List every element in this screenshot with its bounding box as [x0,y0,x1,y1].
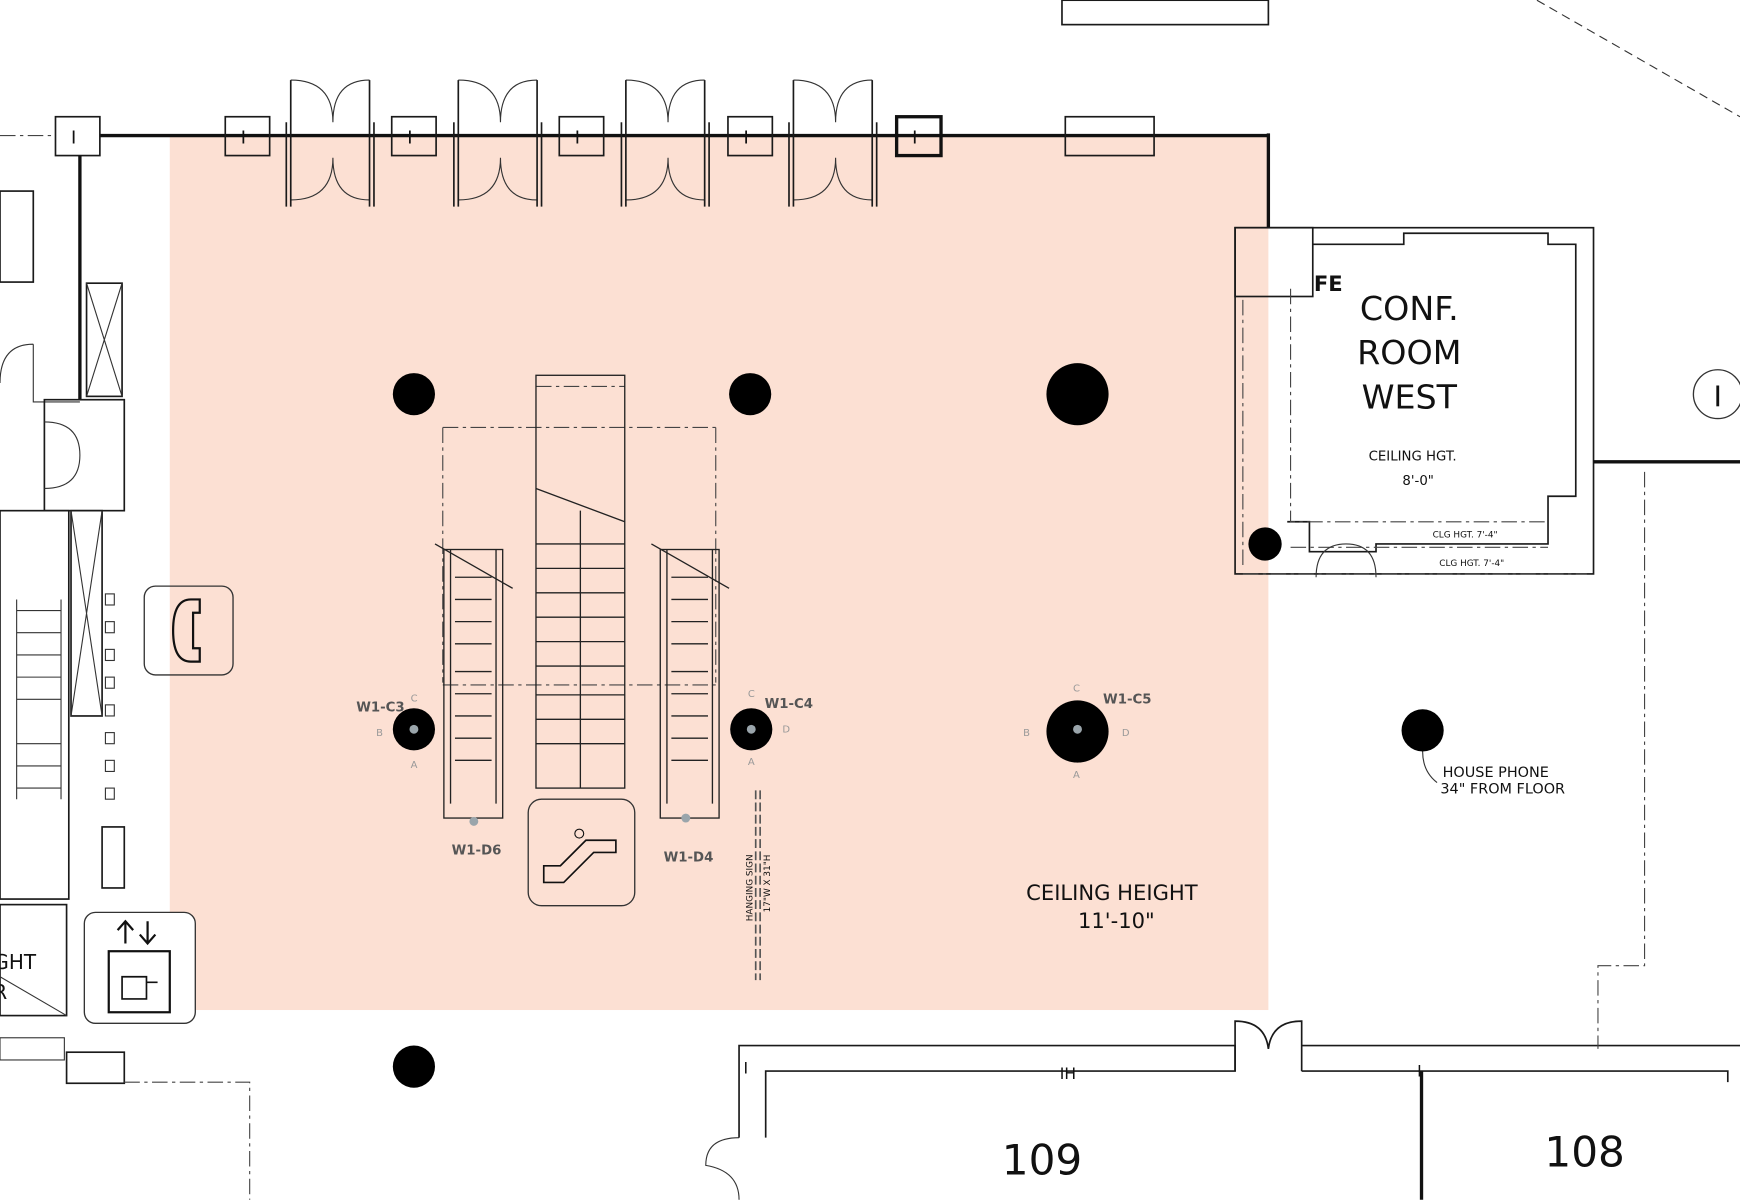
conf_room-name_lines-2: WEST [1362,378,1458,417]
svg-text:I: I [241,128,246,148]
conf-room-west: FE CONF. ROOM WEST CEILING HGT. 8'-0" CL… [1234,226,1595,578]
house-phone-note: HOUSE PHONE 34" FROM FLOOR [1422,751,1565,798]
escalator-icon [527,798,636,907]
house_phone-line2: 34" FROM FLOOR [1440,782,1565,798]
conf_room-fe_label: FE [1314,271,1343,296]
conf_room-clg_notes-1: CLG HGT. 7'-4" [1439,559,1504,569]
columns-c4-faces-2: C [748,689,755,700]
west-side-rooms: GHT R [0,155,251,1200]
columns-c4-faces-3: D [782,725,790,736]
svg-text:I: I [912,128,917,148]
columns-c5-faces-0: A [1073,770,1080,781]
columns-d6-label: W1-D6 [452,844,502,859]
columns-c5-faces-1: B [1023,728,1030,739]
columns-c3-faces-2: C [411,694,418,705]
ceiling-height-value: 11'-10" [1078,908,1155,933]
escalators [434,374,730,826]
svg-text:IH: IH [1060,1065,1076,1083]
columns-c4-label: W1-C4 [765,697,813,712]
conf_room-clg_notes-0: CLG HGT. 7'-4" [1433,530,1498,540]
conf_room-name_lines-0: CONF. [1360,289,1459,328]
partial-label: GHT [0,950,37,974]
hanging-sign: HANGING SIGN 17"W X 31"H [745,790,773,981]
ceiling-height-label: CEILING HEIGHT [1026,880,1198,905]
partial-label: R [0,980,7,1004]
columns-d4-label: W1-D4 [664,850,714,865]
columns-c5-faces-3: D [1122,728,1130,739]
conf_room-name_lines-1: ROOM [1357,333,1461,372]
dashed-line [1536,0,1740,118]
conf_room-ceiling_label: CEILING HGT. [1369,450,1457,465]
entry-doors [285,79,878,208]
svg-text:I: I [743,1059,748,1077]
structural-columns [392,363,1444,1088]
conf_room-ceiling_value: 8'-0" [1402,474,1434,489]
south-rooms: I IH I 109 108 [705,471,1740,1200]
house_phone-line1: HOUSE PHONE [1443,765,1549,781]
svg-text:I: I [71,128,76,148]
i-beam-icon: I [1692,369,1740,420]
telephone-icon [143,585,234,676]
svg-text:I: I [1417,1063,1422,1081]
svg-text:I: I [1714,379,1723,413]
column-labels: W1-C3 C B A W1-C4 C D A W1-C5 C B D A W1… [356,684,1151,866]
svg-text:I: I [407,128,412,148]
room-number-109: 109 [1002,1135,1082,1184]
hanging_sign-size: 17"W X 31"H [763,855,773,913]
columns-c5-faces-2: C [1073,684,1080,695]
svg-text:I: I [743,128,748,148]
freight-elevator-icon [83,911,196,1025]
columns-c5-label: W1-C5 [1103,693,1151,708]
hanging_sign-label: HANGING SIGN [745,854,755,921]
room-number-108: 108 [1544,1127,1624,1176]
columns-c3-faces-1: B [376,728,383,739]
columns-c3-label: W1-C3 [356,701,404,716]
columns-c4-faces-0: A [748,757,755,768]
top-room-outline [1061,0,1270,26]
columns-c3-faces-0: A [411,760,418,771]
svg-text:I: I [575,128,580,148]
